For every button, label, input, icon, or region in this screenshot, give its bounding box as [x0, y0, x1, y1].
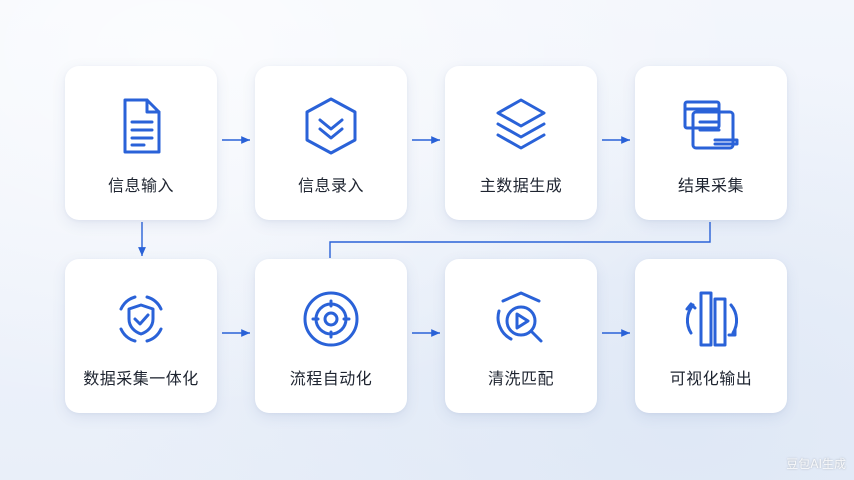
magnifier-play-icon: [496, 291, 543, 343]
document-icon: [123, 98, 161, 154]
step-label: 清洗匹配: [487, 369, 554, 388]
watermark: 豆包AI生成: [786, 457, 846, 471]
step-card-5: 数据采集一体化: [65, 259, 217, 413]
chart-bars-icon: [685, 291, 739, 347]
folders-icon: [683, 100, 739, 150]
shield-check-icon: [119, 295, 163, 343]
step-label: 信息输入: [107, 176, 174, 195]
step-label: 信息录入: [297, 176, 364, 195]
target-gear-icon: [303, 291, 359, 347]
step-card-7: 清洗匹配: [445, 259, 597, 413]
step-card-1: 信息输入: [65, 66, 217, 220]
step-label: 结果采集: [677, 176, 744, 195]
step-label: 流程自动化: [289, 369, 373, 388]
step-label: 主数据生成: [479, 176, 563, 195]
step-label: 数据采集一体化: [83, 369, 199, 388]
layers-icon: [496, 98, 546, 150]
step-card-4: 结果采集: [635, 66, 787, 220]
step-card-8: 可视化输出: [635, 259, 787, 413]
hexagon-chevron-icon: [305, 97, 357, 155]
step-card-3: 主数据生成: [445, 66, 597, 220]
step-label: 可视化输出: [669, 369, 753, 388]
step-card-6: 流程自动化: [255, 259, 407, 413]
connector-4-6: [329, 222, 711, 258]
step-card-2: 信息录入: [255, 66, 407, 220]
